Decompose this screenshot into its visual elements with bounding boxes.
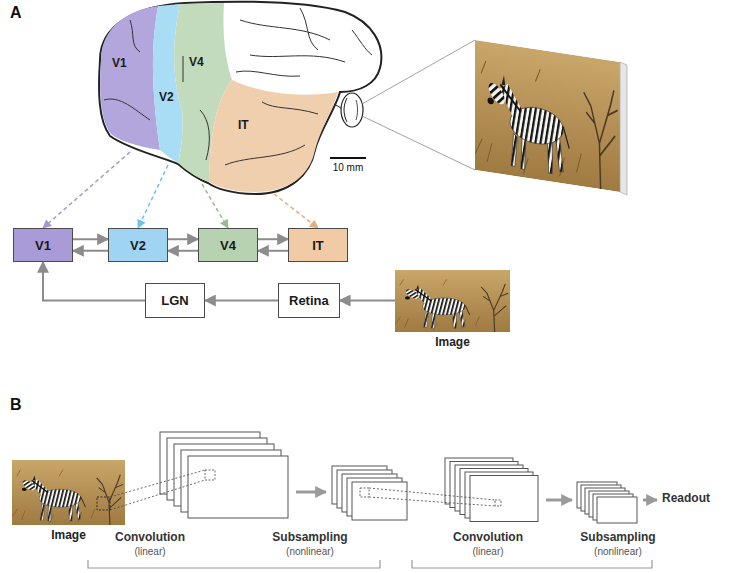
receptive-field <box>205 470 215 480</box>
area-name: V2 <box>159 90 174 104</box>
brain-sulci <box>236 8 372 76</box>
panel-letter: B <box>10 396 22 414</box>
brain-area: IT <box>207 78 341 194</box>
stage-note: (nonlinear) <box>286 546 334 558</box>
receptive-field-squares <box>205 470 501 506</box>
feature-map <box>597 497 637 523</box>
flow-arrow <box>546 499 572 502</box>
area-name: LGN <box>161 293 188 308</box>
brain-sulcus <box>200 110 209 160</box>
stage-note: (linear) <box>472 546 503 558</box>
feature-map <box>188 456 288 518</box>
projected-image <box>475 40 627 195</box>
zebra-photo <box>395 270 510 332</box>
area-name: V2 <box>130 238 146 253</box>
zebra-photo <box>395 270 510 332</box>
pathway-arrow <box>73 250 108 252</box>
cnn-schematic <box>160 432 657 523</box>
zebra-photo <box>12 460 125 525</box>
pathway-arrow <box>43 262 145 301</box>
image-caption: Image <box>435 335 470 349</box>
projection-arrow <box>274 194 318 228</box>
feature-map <box>352 482 407 520</box>
pathway-arrow <box>73 238 108 240</box>
projection-line <box>110 470 205 497</box>
scale-label: 10 mm <box>333 162 364 174</box>
area-name: V1 <box>112 56 127 70</box>
area-fill <box>209 80 338 192</box>
eye <box>334 93 363 127</box>
stage-note: (nonlinear) <box>594 546 642 558</box>
projection-lines <box>362 40 475 170</box>
brain-sulcus <box>130 20 140 52</box>
brain-sulcus <box>225 145 305 165</box>
area-shape <box>98 4 162 152</box>
area-name: Retina <box>289 293 329 308</box>
brain-sulcus <box>183 56 184 82</box>
pathway-arrow <box>205 300 278 302</box>
receptive-field <box>495 500 501 506</box>
feature-map-stack <box>445 458 538 522</box>
stage-note: (linear) <box>134 546 165 558</box>
flow-arrows <box>296 492 657 500</box>
projection-arrow <box>138 165 168 228</box>
area-name: IT <box>312 238 324 253</box>
stage-label: Subsampling <box>580 531 655 545</box>
process-box: Retina <box>278 283 340 318</box>
projection-lines <box>369 488 495 506</box>
stage-label: Subsampling <box>272 531 347 545</box>
projection-line <box>110 480 205 510</box>
pathway-arrow <box>258 238 288 240</box>
projection-arrow <box>43 152 130 228</box>
area-box: V4 <box>198 228 258 262</box>
brain-sulcus <box>262 102 318 114</box>
projection-line <box>369 497 495 506</box>
stage-label: Convolution <box>115 531 185 545</box>
area-fill <box>100 6 160 150</box>
flow-arrow <box>296 491 326 494</box>
area-box: V1 <box>13 228 73 262</box>
area-name: V4 <box>220 238 236 253</box>
pathway-arrow <box>340 300 395 302</box>
projection-arrow <box>202 184 228 228</box>
stage-label: Convolution <box>453 531 523 545</box>
image-node: Image <box>395 270 510 349</box>
area-shape <box>207 78 341 194</box>
feature-map <box>470 476 538 522</box>
pathway-arrow <box>168 238 198 240</box>
flow-arrow <box>643 499 657 502</box>
panel-letter: A <box>10 4 22 22</box>
area-box: IT <box>288 228 348 262</box>
feature-map-stack <box>332 466 407 520</box>
area-name: V4 <box>189 55 204 69</box>
brain-outline <box>99 2 381 194</box>
output-label: Readout <box>662 492 710 506</box>
image-node: Image <box>12 460 125 542</box>
pathway-arrow <box>258 250 288 252</box>
process-box: LGN <box>145 283 205 318</box>
scale-bar <box>330 157 366 159</box>
area-name: IT <box>238 118 249 132</box>
area-box: V2 <box>108 228 168 262</box>
projection-line <box>369 488 495 500</box>
brackets <box>88 560 652 568</box>
receptive-field <box>97 497 110 510</box>
feature-map-stack <box>160 432 288 518</box>
image-caption: Image <box>51 528 86 542</box>
brain-area: V1 <box>98 4 162 152</box>
area-name: V1 <box>35 238 51 253</box>
receptive-field <box>360 488 369 497</box>
pathway-arrow <box>168 250 198 252</box>
brain-sulcus <box>104 99 150 120</box>
feature-map-stack <box>577 482 637 523</box>
zebra-photo <box>12 460 125 525</box>
